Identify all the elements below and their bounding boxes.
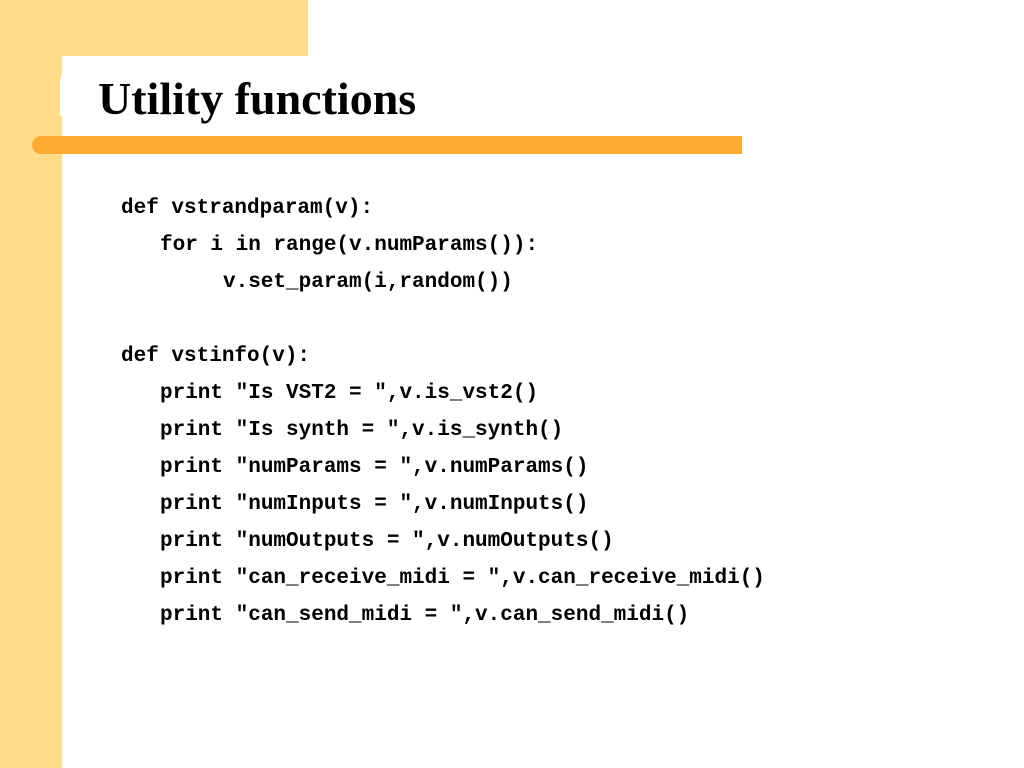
- code-line: def vstrandparam(v):: [121, 197, 374, 220]
- left-accent-band: [0, 0, 62, 768]
- code-line: print "can_receive_midi = ",v.can_receiv…: [160, 567, 765, 590]
- code-line: print "Is synth = ",v.is_synth(): [160, 419, 564, 442]
- title-underline-bar: [32, 136, 742, 154]
- code-line: print "Is VST2 = ",v.is_vst2(): [160, 382, 539, 405]
- code-line: v.set_param(i,random()): [223, 271, 513, 294]
- code-line: print "can_send_midi = ",v.can_send_midi…: [160, 604, 690, 627]
- corner-curve: [60, 56, 120, 116]
- code-line: print "numOutputs = ",v.numOutputs(): [160, 530, 614, 553]
- code-line: print "numInputs = ",v.numInputs(): [160, 493, 589, 516]
- code-line: print "numParams = ",v.numParams(): [160, 456, 589, 479]
- top-accent-band: [0, 0, 308, 56]
- code-line: def vstinfo(v):: [121, 345, 311, 368]
- code-line: for i in range(v.numParams()):: [160, 234, 539, 257]
- slide-title: Utility functions: [98, 73, 417, 124]
